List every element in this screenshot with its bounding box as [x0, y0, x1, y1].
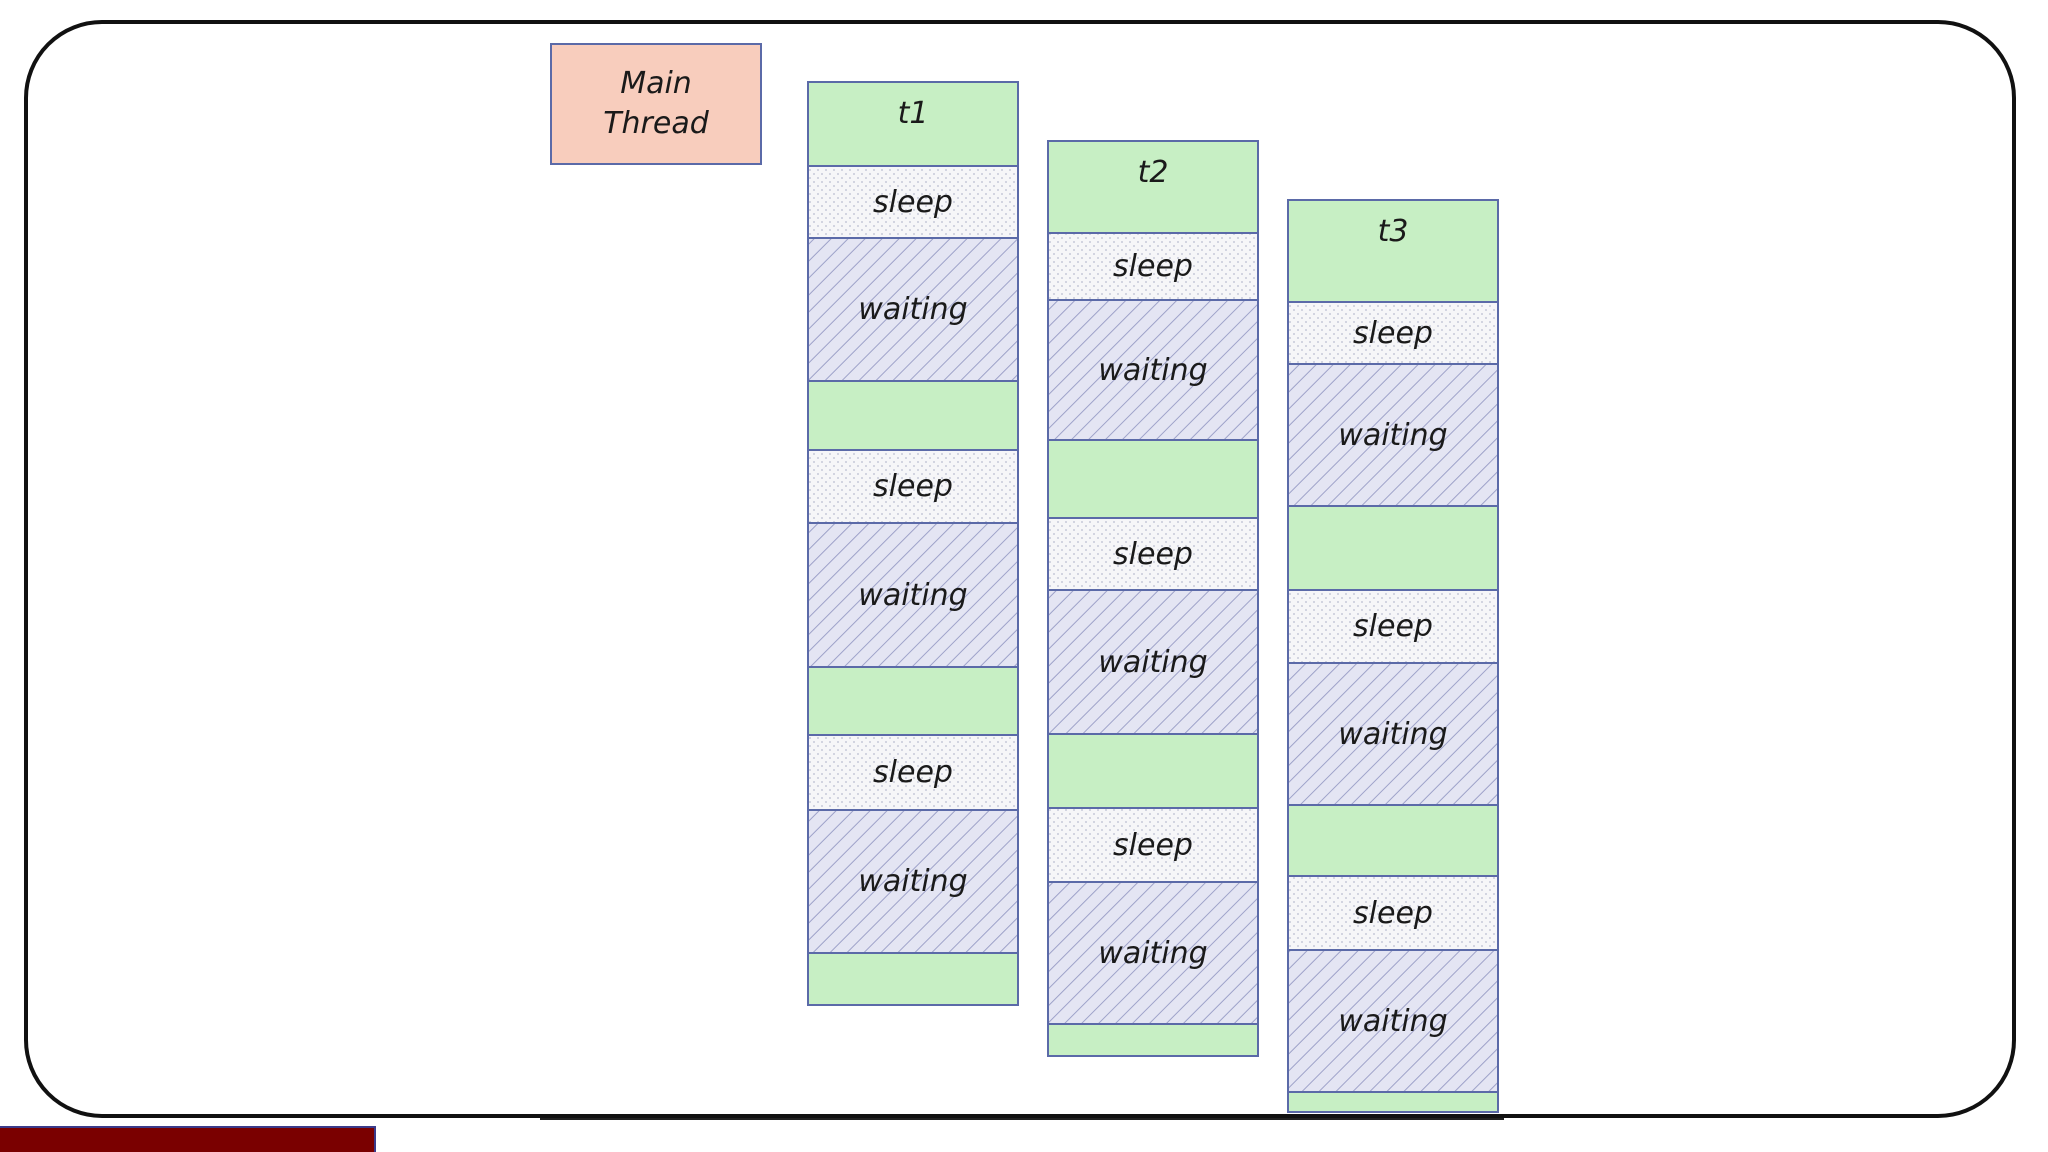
t3-label-waiting-8: waiting	[1338, 1003, 1448, 1039]
footer-bar	[0, 1126, 376, 1152]
t1-label-waiting-5: waiting	[858, 577, 968, 613]
slide-frame	[24, 20, 2016, 1118]
t1-segment-sleep-4	[807, 449, 1019, 524]
bottom-rule	[540, 1118, 1504, 1120]
t3-label-sleep-1: sleep	[1353, 315, 1433, 351]
t2-label-waiting-8: waiting	[1098, 935, 1208, 971]
t1-segment-run-9	[807, 952, 1019, 1006]
t2-segment-run-0	[1047, 140, 1259, 234]
t2-segment-sleep-7	[1047, 807, 1259, 883]
t2-segment-waiting-8	[1047, 881, 1259, 1025]
t3-segment-sleep-4	[1287, 589, 1499, 664]
main-thread-label-line1: Main	[620, 65, 692, 101]
t1-label-run-0: t1	[897, 95, 929, 131]
t1-segment-sleep-7	[807, 734, 1019, 811]
t3-label-waiting-2: waiting	[1338, 417, 1448, 453]
t2-segment-waiting-5	[1047, 589, 1259, 735]
t3-segment-run-3	[1287, 505, 1499, 591]
t3-segment-waiting-5	[1287, 662, 1499, 806]
t3-label-run-0: t3	[1377, 213, 1409, 249]
t1-segment-sleep-1	[807, 165, 1019, 239]
t3-label-sleep-7: sleep	[1353, 895, 1433, 931]
t2-segment-run-9	[1047, 1023, 1259, 1057]
t1-label-sleep-4: sleep	[873, 469, 953, 504]
t3-segment-run-9	[1287, 1091, 1499, 1113]
main-thread-box: Main Thread	[550, 43, 762, 165]
t2-segment-sleep-4	[1047, 517, 1259, 591]
t3-label-waiting-5: waiting	[1338, 716, 1448, 752]
t1-segment-waiting-5	[807, 522, 1019, 668]
t3-segment-waiting-2	[1287, 363, 1499, 507]
t2-label-run-0: t2	[1137, 154, 1169, 190]
t1-segment-waiting-2	[807, 237, 1019, 382]
t2-segment-run-6	[1047, 733, 1259, 809]
t3-segment-run-6	[1287, 804, 1499, 877]
t3-label-sleep-4: sleep	[1353, 609, 1433, 644]
t2-label-sleep-1: sleep	[1113, 249, 1193, 284]
t2-label-waiting-2: waiting	[1098, 352, 1208, 388]
t2-segment-waiting-2	[1047, 299, 1259, 441]
main-thread-label-line2: Thread	[603, 106, 709, 141]
t1-label-waiting-8: waiting	[858, 864, 968, 899]
t1-segment-waiting-8	[807, 809, 1019, 954]
t2-label-sleep-7: sleep	[1113, 827, 1193, 863]
t3-segment-sleep-7	[1287, 875, 1499, 951]
t2-label-sleep-4: sleep	[1113, 536, 1193, 572]
t3-segment-sleep-1	[1287, 301, 1499, 365]
t1-label-sleep-1: sleep	[873, 184, 953, 220]
t1-segment-run-3	[807, 380, 1019, 451]
t1-label-waiting-2: waiting	[858, 292, 968, 327]
t1-label-sleep-7: sleep	[873, 755, 953, 790]
t1-segment-run-6	[807, 666, 1019, 736]
t2-segment-run-3	[1047, 439, 1259, 519]
t2-label-waiting-5: waiting	[1098, 644, 1208, 680]
